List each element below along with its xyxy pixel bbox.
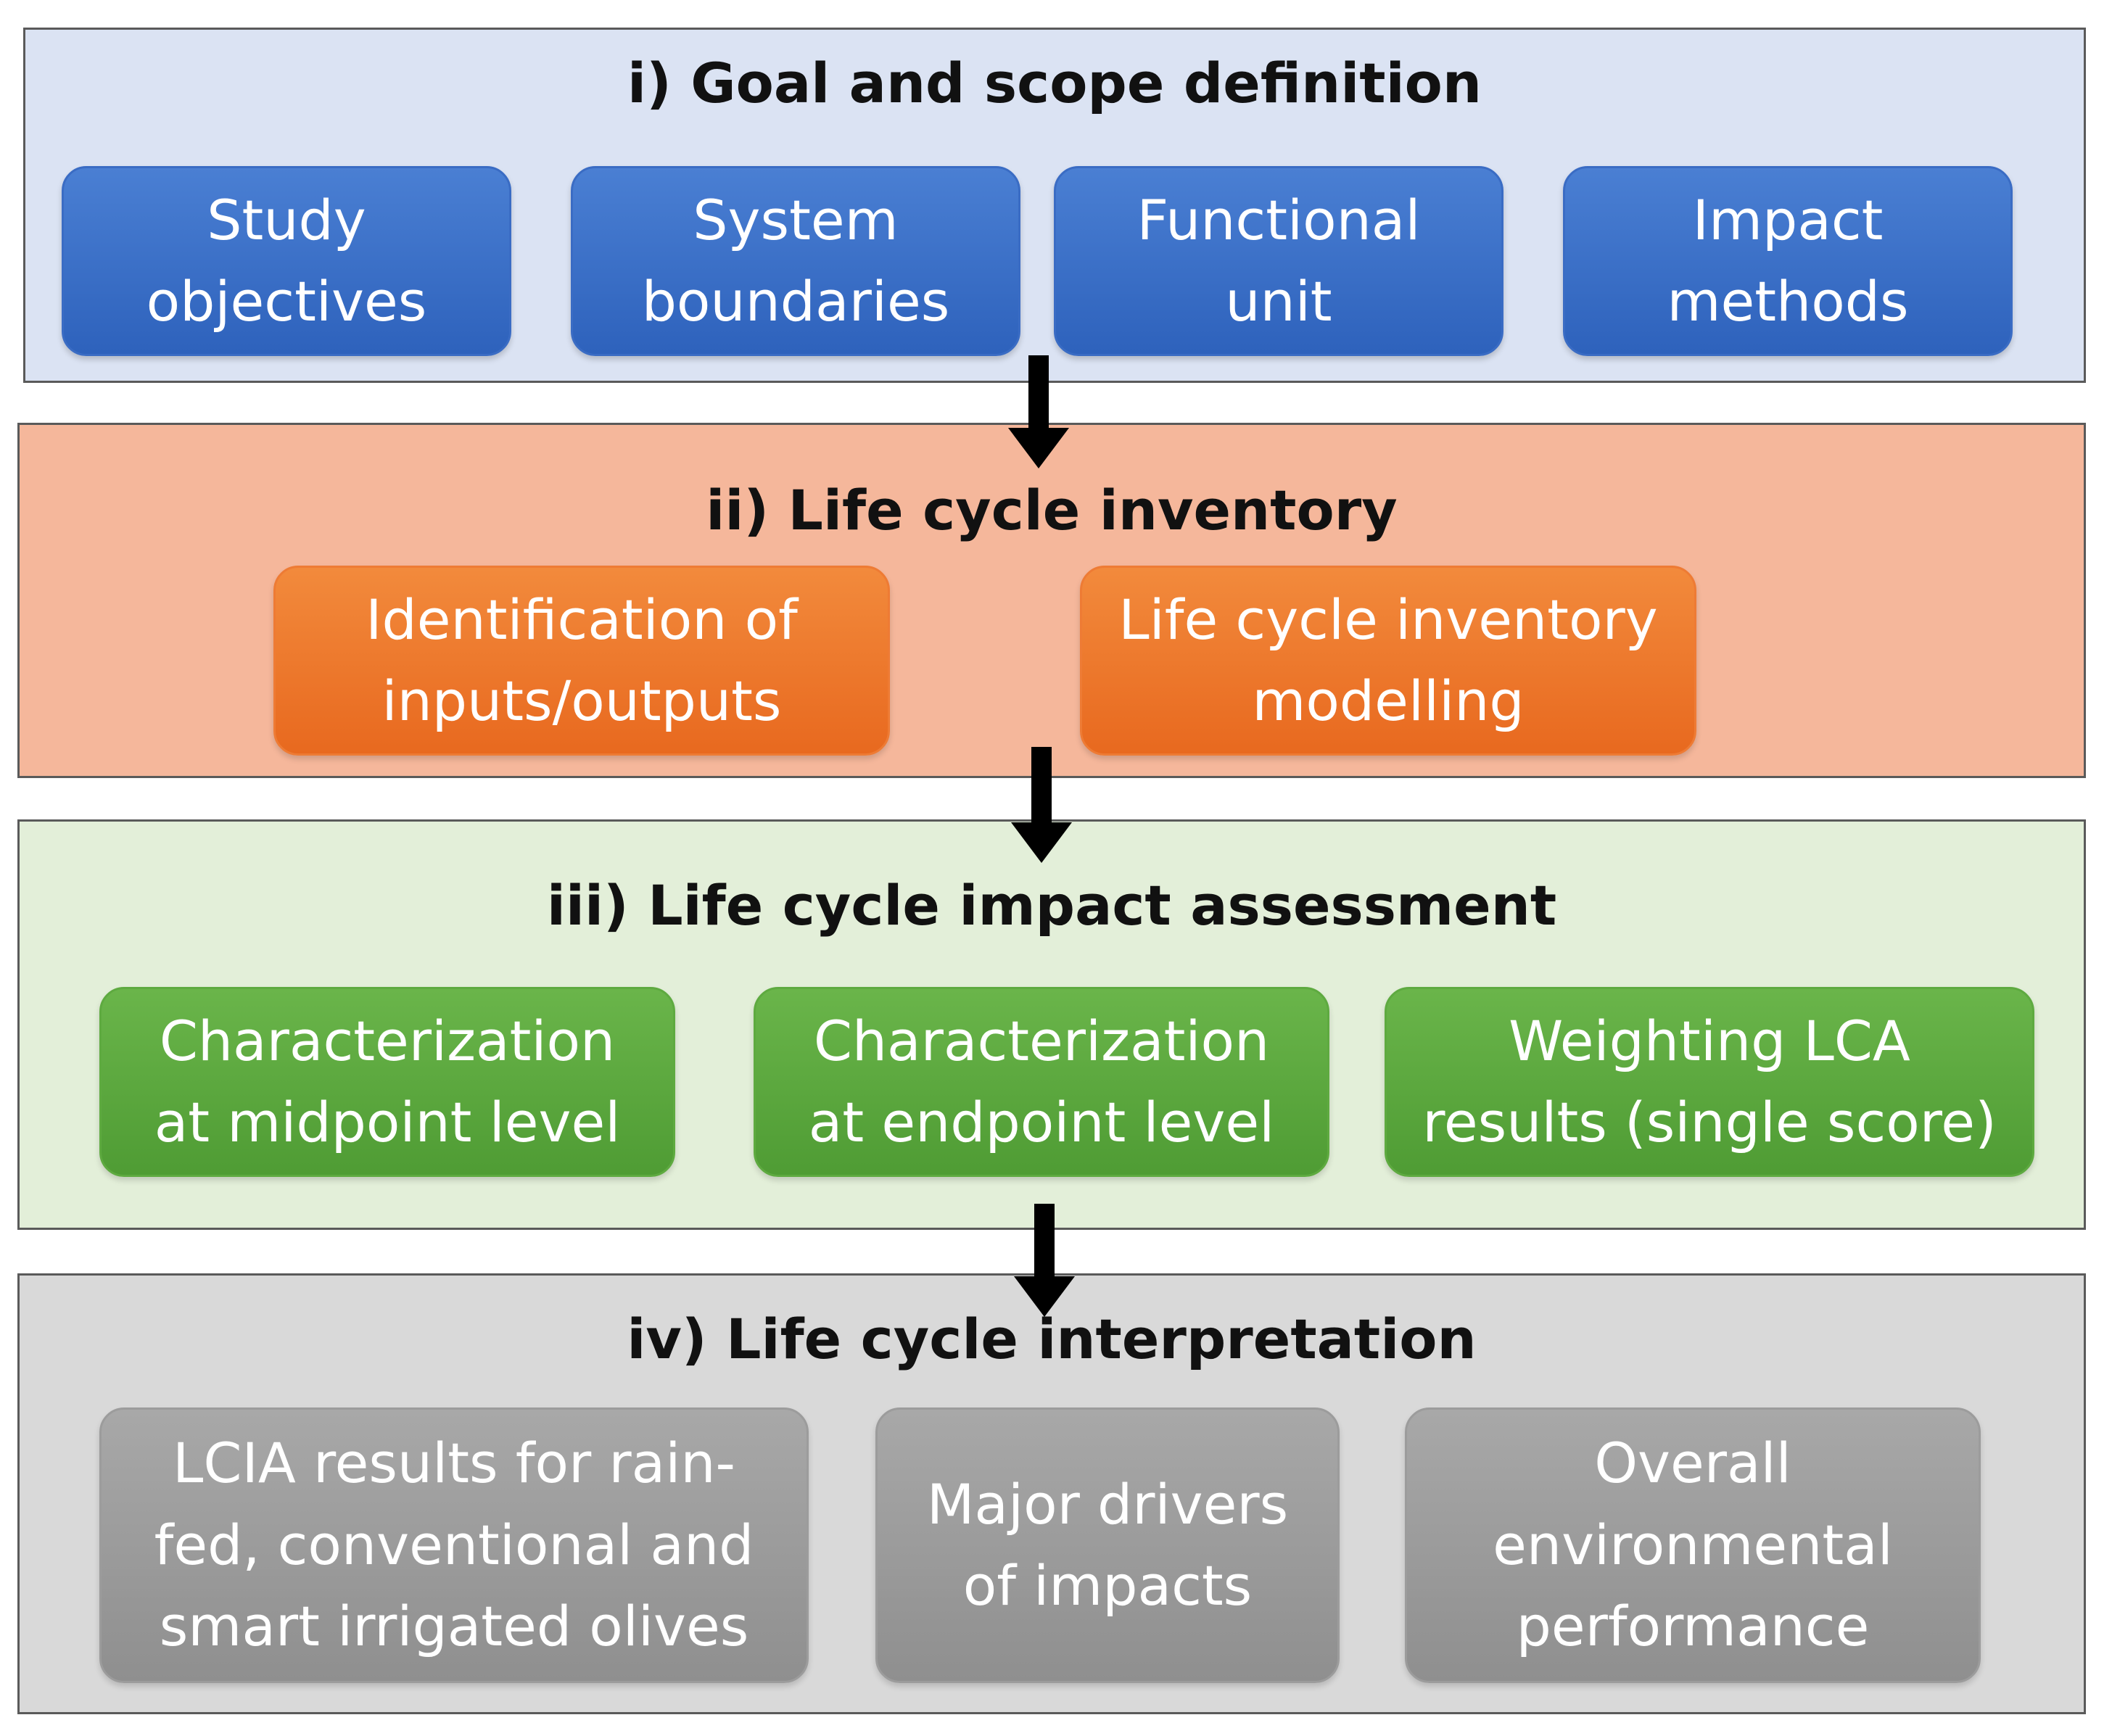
lcia-results-box: LCIA results for rain-fed, conventional …: [99, 1408, 809, 1683]
inventory-modelling-line-2: modelling: [1252, 669, 1525, 733]
arrow-assessment-to-interpretation: [1014, 1204, 1075, 1317]
identification-line-2: inputs/outputs: [381, 669, 782, 733]
overall-performance-line-2: environmental: [1493, 1512, 1893, 1577]
midpoint-line-1: Characterization: [159, 1008, 616, 1073]
study-objectives-box: Study objectives: [62, 166, 511, 356]
weighting-single-score-box: Weighting LCA results (single score): [1385, 987, 2034, 1177]
overall-performance-line-1: Overall: [1594, 1431, 1791, 1496]
overall-performance-line-3: performance: [1516, 1594, 1870, 1659]
functional-unit-box: Functional unit: [1054, 166, 1503, 356]
phase-goal-scope-panel: i) Goal and scope definition Study object…: [23, 28, 2086, 383]
phase-inventory-panel: ii) Life cycle inventory Identification …: [17, 423, 2086, 778]
phase-goal-scope-title: i) Goal and scope definition: [627, 51, 1482, 115]
major-drivers-line-1: Major drivers: [926, 1471, 1289, 1537]
weighting-line-1: Weighting LCA: [1509, 1008, 1910, 1073]
phase-interpretation-panel: iv) Life cycle interpretation LCIA resul…: [17, 1273, 2086, 1714]
major-drivers-box: Major drivers of impacts: [875, 1408, 1340, 1683]
phase-interpretation-title: iv) Life cycle interpretation: [627, 1307, 1477, 1371]
inventory-modelling-box: Life cycle inventory modelling: [1080, 566, 1696, 756]
endpoint-characterization-box: Characterization at endpoint level: [754, 987, 1329, 1177]
phase-inventory-title: ii) Life cycle inventory: [706, 478, 1398, 542]
lcia-results-line-1: LCIA results for rain-: [173, 1431, 735, 1496]
arrow-inventory-to-assessment: [1011, 747, 1072, 863]
impact-methods-line-2: methods: [1667, 269, 1909, 334]
system-boundaries-line-2: boundaries: [641, 269, 950, 334]
functional-unit-line-1: Functional: [1137, 187, 1421, 252]
system-boundaries-box: System boundaries: [571, 166, 1020, 356]
endpoint-line-2: at endpoint level: [808, 1090, 1275, 1154]
identification-inputs-outputs-box: Identification of inputs/outputs: [273, 566, 890, 756]
lcia-results-line-3: smart irrigated olives: [159, 1594, 749, 1659]
system-boundaries-line-1: System: [693, 187, 899, 252]
identification-line-1: Identification of: [366, 587, 798, 652]
study-objectives-line-1: Study: [207, 187, 366, 252]
overall-performance-box: Overall environmental performance: [1405, 1408, 1981, 1683]
inventory-modelling-line-1: Life cycle inventory: [1118, 587, 1658, 652]
endpoint-line-1: Characterization: [813, 1008, 1270, 1073]
phase-impact-assessment-panel: iii) Life cycle impact assessment Charac…: [17, 819, 2086, 1230]
midpoint-characterization-box: Characterization at midpoint level: [99, 987, 675, 1177]
phase-impact-assessment-title: iii) Life cycle impact assessment: [546, 873, 1557, 938]
impact-methods-line-1: Impact: [1692, 187, 1884, 252]
functional-unit-line-2: unit: [1225, 269, 1332, 334]
lcia-results-line-2: fed, conventional and: [154, 1512, 754, 1577]
study-objectives-line-2: objectives: [146, 269, 427, 334]
major-drivers-line-2: of impacts: [962, 1553, 1253, 1618]
arrow-goal-to-inventory: [1008, 355, 1069, 468]
weighting-line-2: results (single score): [1422, 1090, 1997, 1154]
impact-methods-box: Impact methods: [1563, 166, 2013, 356]
midpoint-line-2: at midpoint level: [154, 1090, 621, 1154]
